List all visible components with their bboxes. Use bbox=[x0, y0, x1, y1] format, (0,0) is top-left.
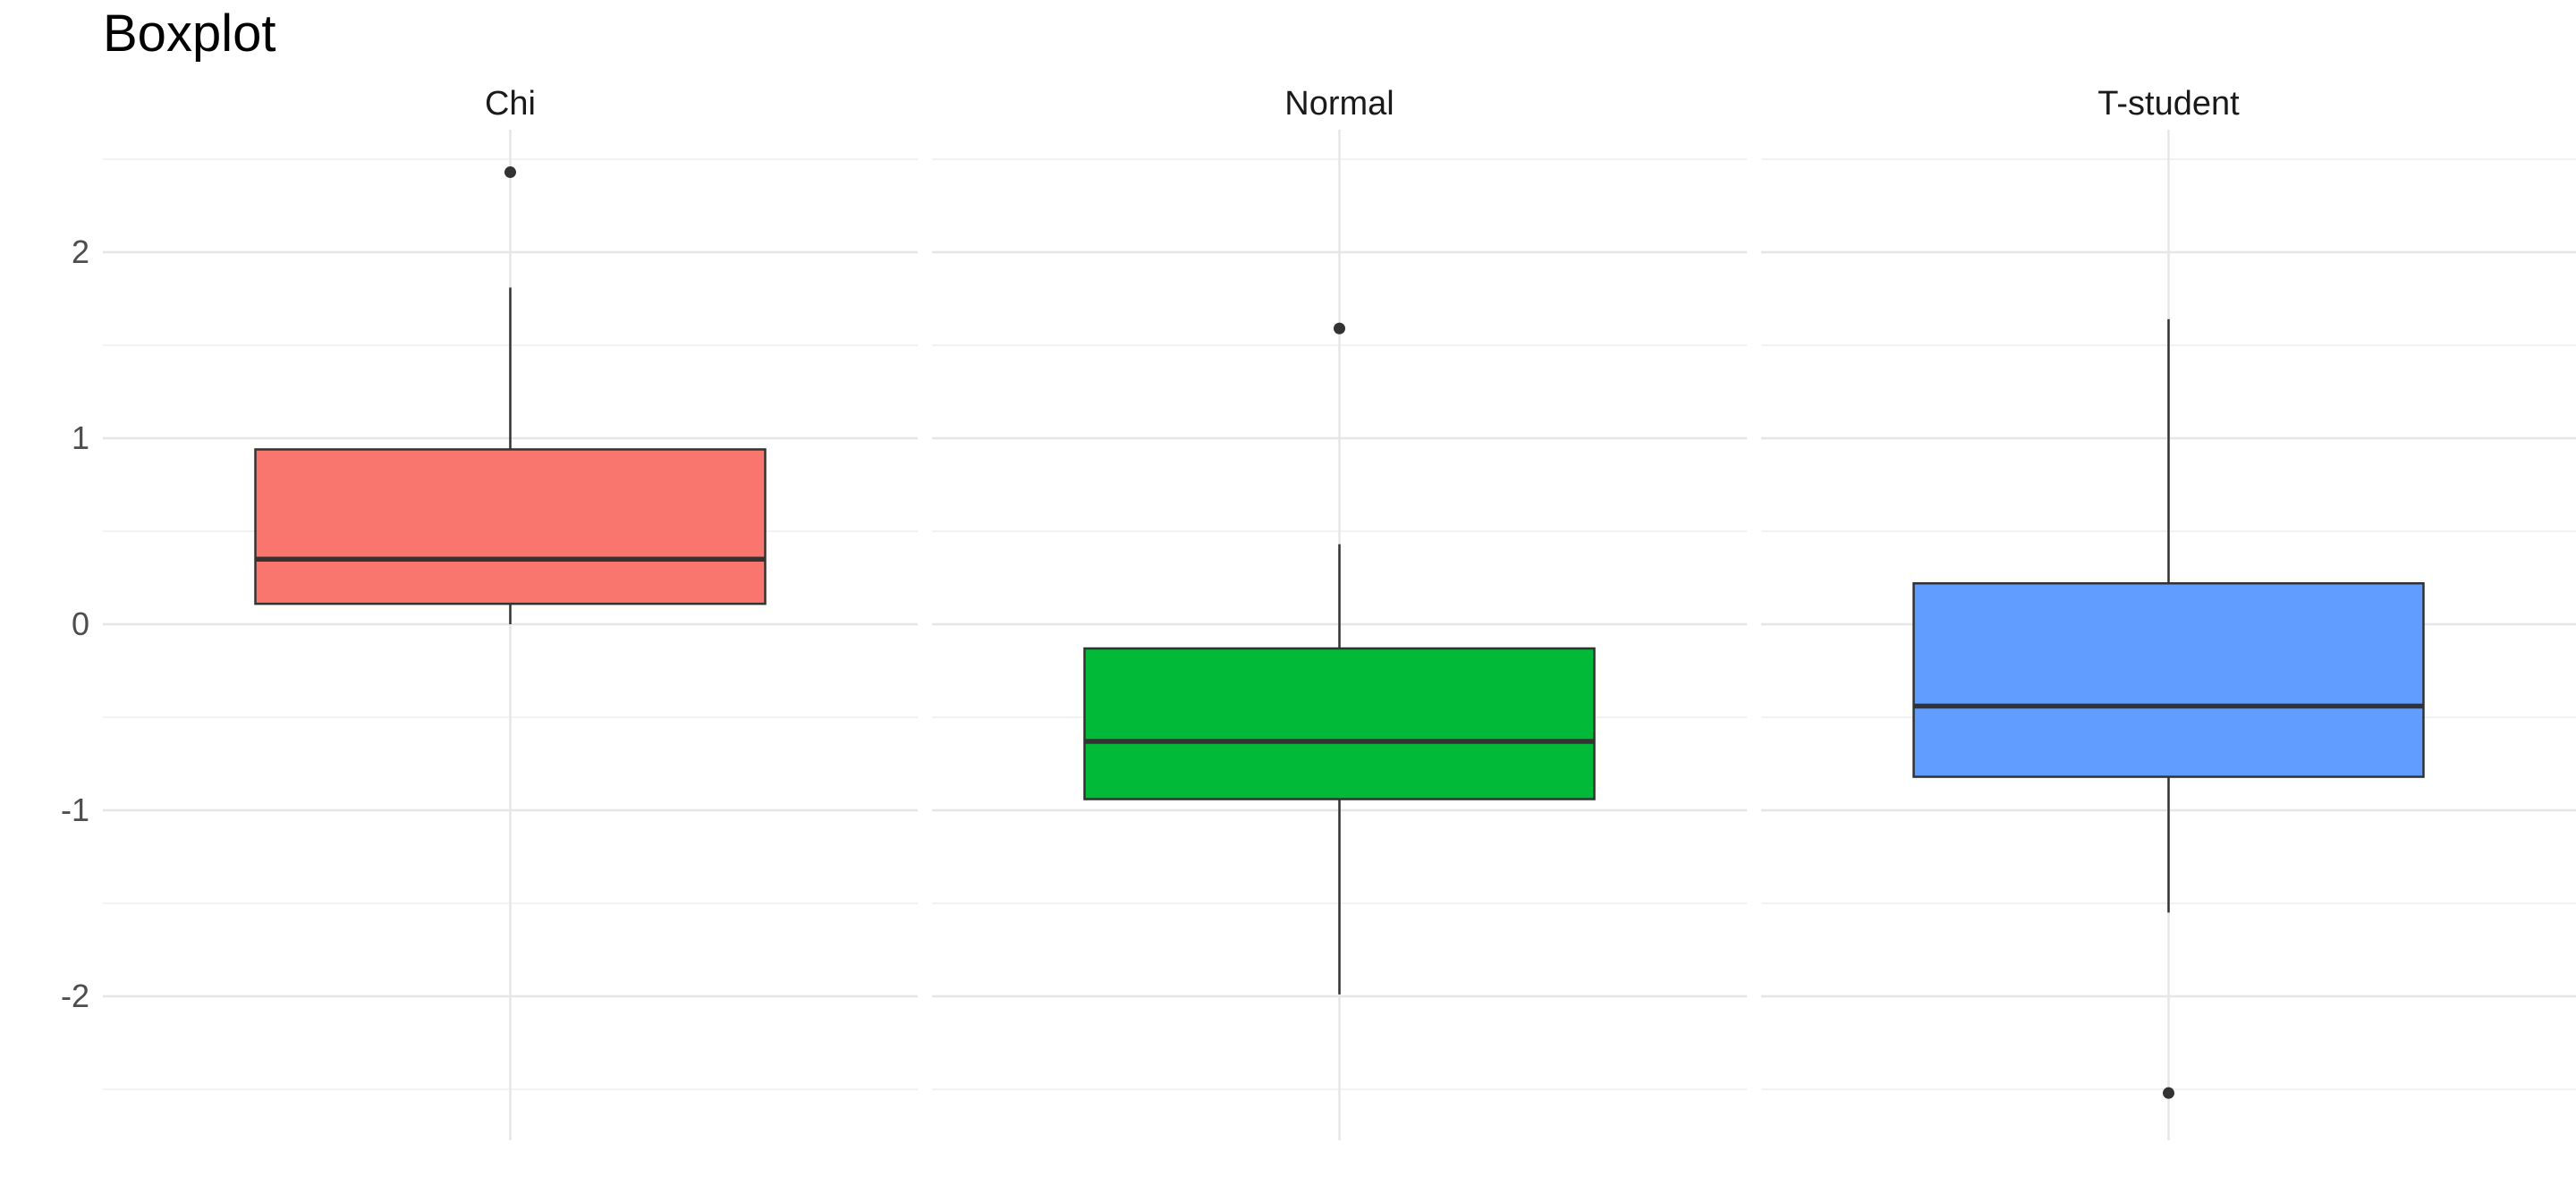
box-normal bbox=[1083, 322, 1596, 995]
y-tick-label: -1 bbox=[61, 791, 89, 828]
y-tick-label: 0 bbox=[72, 605, 89, 642]
outlier-point bbox=[504, 166, 516, 179]
iqr-box bbox=[254, 448, 767, 605]
y-tick-label: 2 bbox=[72, 233, 89, 270]
boxes-layer bbox=[254, 166, 2425, 1099]
facet-strip-label: Chi bbox=[485, 85, 536, 123]
outlier-point bbox=[2163, 1087, 2174, 1099]
y-axis-ticks: -2 -1 0 1 2 bbox=[61, 233, 89, 1014]
box-chi bbox=[254, 166, 767, 624]
box-t-student bbox=[1912, 318, 2425, 1099]
y-tick-label: 1 bbox=[72, 419, 89, 456]
iqr-box bbox=[1083, 647, 1596, 800]
facet-strip-label: Normal bbox=[1284, 85, 1394, 123]
chart-title: Boxplot bbox=[103, 4, 275, 63]
facet-strips: Chi Normal T-student bbox=[485, 85, 2240, 123]
y-tick-label: -2 bbox=[61, 978, 89, 1014]
iqr-box bbox=[1912, 581, 2425, 778]
outlier-point bbox=[1334, 322, 1345, 334]
facet-strip-label: T-student bbox=[2097, 85, 2240, 123]
